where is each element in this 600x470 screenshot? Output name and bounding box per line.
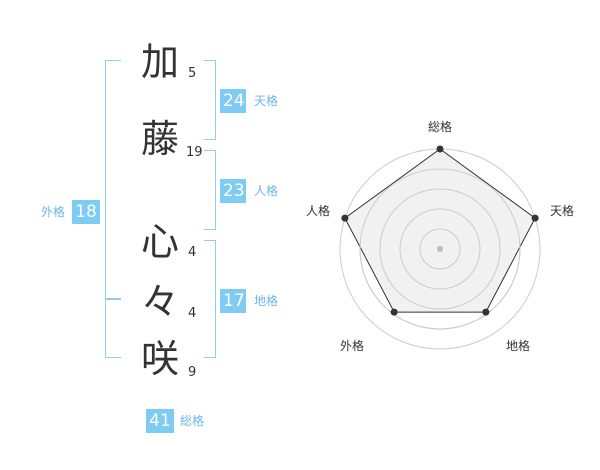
stroke-count-2: 19 — [186, 145, 203, 160]
radar-inner-ring-4 — [359, 168, 521, 330]
soukaku-label: 総格 — [180, 414, 205, 428]
gaikaku-bracket — [105, 60, 121, 358]
name-char-5: 咲 — [140, 337, 179, 381]
name-char-3: 心 — [140, 220, 179, 264]
gaikaku-label: 外格 — [41, 205, 66, 219]
gaikaku-value: 18 — [72, 200, 100, 224]
radar-axis-label-1: 総格 — [428, 119, 452, 134]
jinkaku-value: 23 — [220, 179, 246, 203]
stroke-count-1: 5 — [188, 66, 197, 81]
name-char-2: 藤 — [140, 117, 179, 161]
stroke-count-4: 4 — [188, 306, 197, 321]
radar-point-1 — [436, 145, 444, 153]
radar-point-4 — [390, 308, 398, 316]
radar-center-dot — [437, 246, 443, 252]
stroke-count-3: 4 — [188, 245, 197, 260]
radar-axis-label-4: 外格 — [340, 338, 364, 353]
radar-inner-ring-2 — [399, 208, 481, 290]
radar-point-5 — [341, 214, 349, 222]
radar-inner-ring-1 — [419, 228, 461, 270]
jinkaku-bracket — [204, 150, 216, 230]
tenkaku-value: 24 — [220, 89, 246, 113]
radar-point-3 — [482, 308, 490, 316]
radar-point-2 — [531, 214, 539, 222]
name-char-1: 加 — [140, 40, 179, 84]
jinkaku-label: 人格 — [254, 184, 279, 198]
radar-polygon — [344, 148, 536, 313]
tenkaku-bracket — [204, 60, 216, 140]
soukaku-value: 41 — [146, 409, 174, 433]
radar-inner-ring-3 — [379, 188, 501, 310]
gaikaku-divider — [105, 298, 121, 300]
name-char-4: 々 — [140, 280, 179, 324]
chikaku-bracket — [204, 240, 216, 358]
radar-axis-label-2: 天格 — [550, 203, 574, 218]
tenkaku-label: 天格 — [254, 94, 279, 108]
stroke-count-5: 9 — [188, 365, 197, 380]
radar-axis-label-5: 人格 — [306, 203, 330, 218]
radar-axis-label-3: 地格 — [506, 338, 530, 353]
chikaku-value: 17 — [220, 289, 246, 313]
chikaku-label: 地格 — [254, 294, 279, 308]
